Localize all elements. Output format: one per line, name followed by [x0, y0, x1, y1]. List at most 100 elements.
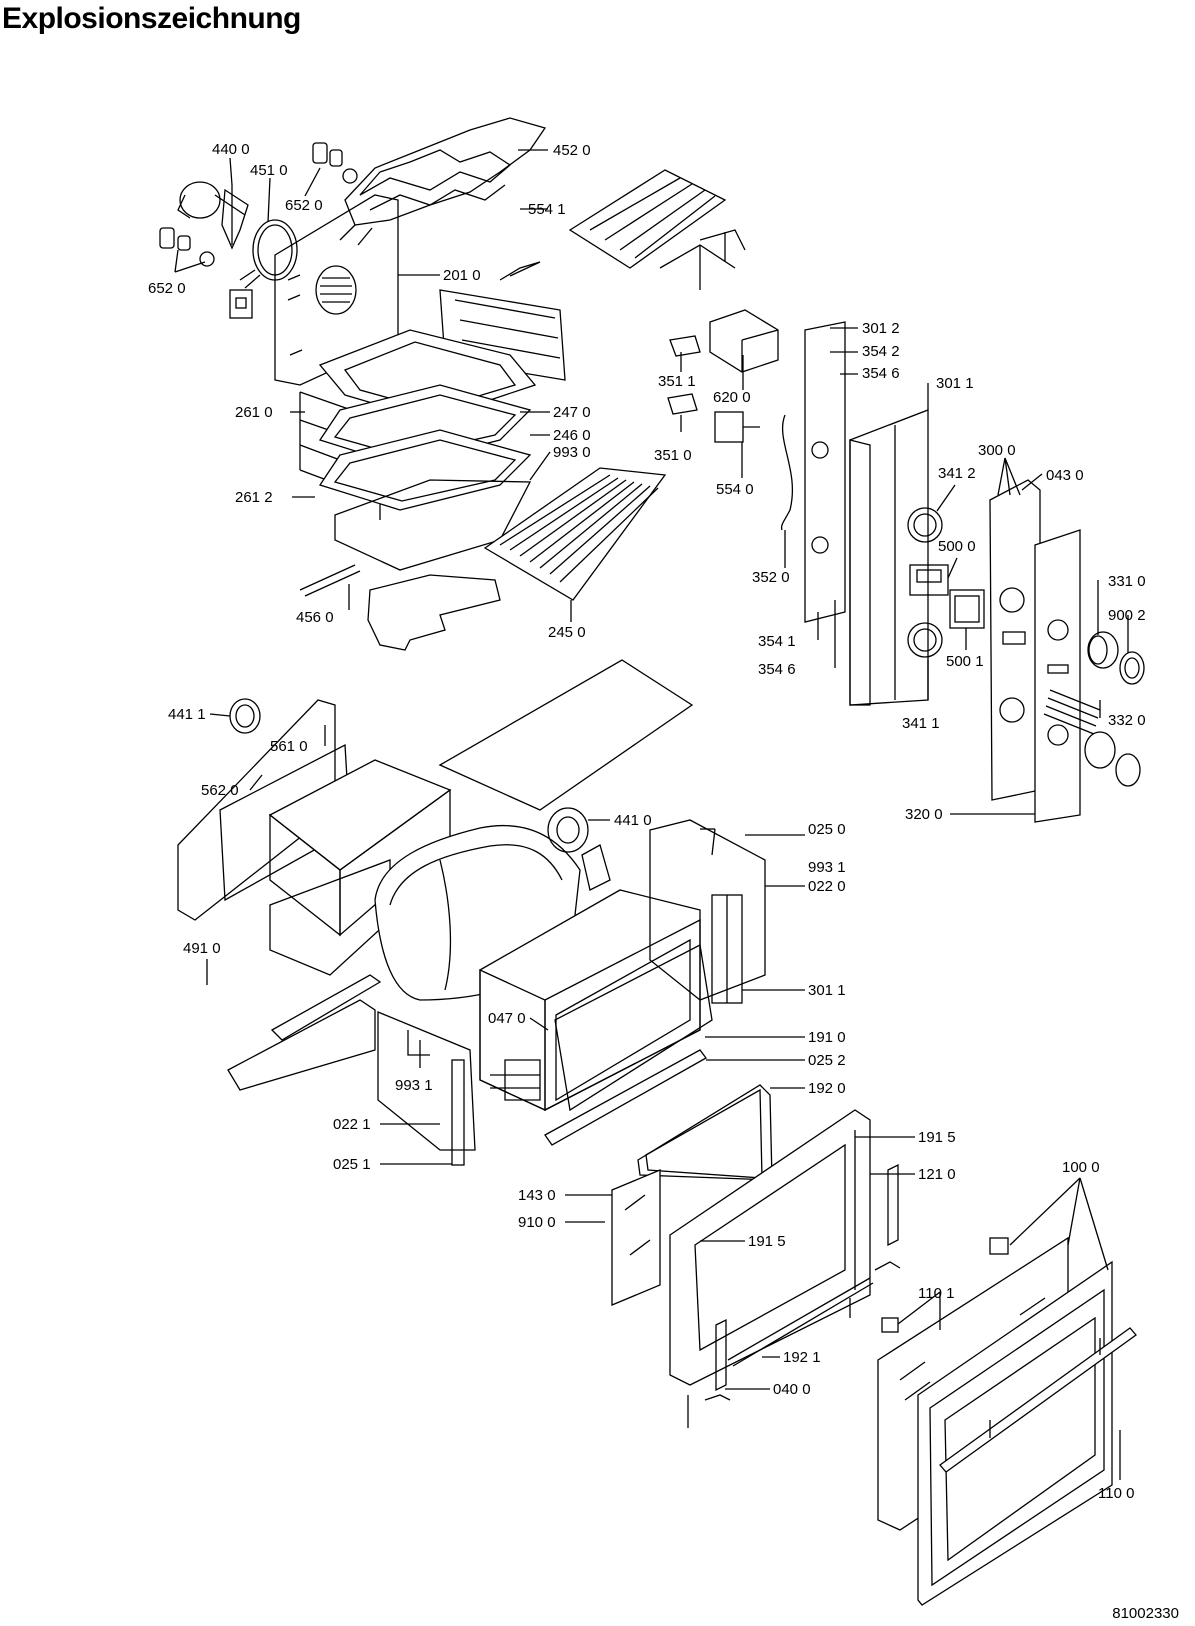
label-143-0: 143 0 [518, 1187, 556, 1204]
label-022-1: 022 1 [333, 1116, 371, 1133]
label-351-1: 351 1 [658, 373, 696, 390]
lamp-holders [159, 142, 358, 267]
label-301-2: 301 2 [862, 320, 900, 337]
label-022-0: 022 0 [808, 878, 846, 895]
label-354-6-a: 354 6 [862, 365, 900, 382]
side-strip-022-1 [377, 1011, 476, 1151]
label-341-1: 341 1 [902, 715, 940, 732]
selector-switch [714, 411, 760, 443]
label-300-0: 300 0 [978, 442, 1016, 459]
rack-clips [659, 229, 746, 290]
label-554-0: 554 0 [716, 481, 754, 498]
side-runners-right [439, 261, 566, 381]
label-351-0: 351 0 [654, 447, 692, 464]
label-500-1: 500 1 [946, 653, 984, 670]
door-hinges-040-0 [704, 1163, 901, 1401]
leader-lines [174, 149, 1129, 1480]
fan-cover-441-1 [229, 698, 261, 734]
wire-shelf-top [568, 169, 727, 269]
label-025-0: 025 0 [808, 821, 846, 838]
cooling-fan-441-0 [547, 807, 611, 891]
control-panel-fascia [1034, 529, 1081, 823]
label-620-0: 620 0 [713, 389, 751, 406]
grill-heating-element [339, 117, 547, 246]
label-452-0: 452 0 [553, 142, 591, 159]
bottom-heating-element [299, 564, 501, 651]
label-441-0: 441 0 [614, 812, 652, 829]
door-front-panel-110-0 [917, 1260, 1113, 1606]
door-seal-191-0 [554, 944, 713, 1112]
knob-331-0 [1087, 631, 1119, 669]
label-320-0: 320 0 [905, 806, 943, 823]
label-261-2: 261 2 [235, 489, 273, 506]
label-554-1: 554 1 [528, 201, 566, 218]
label-491-0: 491 0 [183, 940, 221, 957]
label-245-0: 245 0 [548, 624, 586, 641]
oven-muffle [479, 889, 701, 1112]
door-frame-121-0 [669, 1109, 871, 1386]
push-buttons-332-0 [1043, 689, 1101, 735]
label-652-0-a: 652 0 [285, 197, 323, 214]
inner-glass-143-0 [611, 1169, 661, 1306]
label-025-1: 025 1 [333, 1156, 371, 1173]
label-201-0: 201 0 [443, 267, 481, 284]
label-110-0: 110 0 [1098, 1485, 1134, 1502]
label-247-0: 247 0 [553, 404, 591, 421]
label-332-0: 332 0 [1108, 712, 1146, 729]
label-110-1: 110 1 [918, 1285, 954, 1302]
door-clip-110-1 [881, 1237, 1009, 1333]
page-title: Explosionszeichnung [2, 2, 301, 35]
hinge-bracket-047-0 [490, 1059, 541, 1101]
label-192-1: 192 1 [783, 1349, 821, 1366]
label-910-0: 910 0 [518, 1214, 556, 1231]
label-261-0: 261 0 [235, 404, 273, 421]
label-500-0: 500 0 [938, 538, 976, 555]
control-bracket-301-1-lower [711, 894, 743, 1004]
knob-ring-900-2 [1119, 651, 1145, 685]
label-993-1-b: 993 1 [395, 1077, 433, 1094]
label-301-1-a: 301 1 [936, 375, 974, 392]
ring-heater [239, 219, 298, 289]
inner-glass-seal-192-0 [637, 1084, 773, 1181]
control-frame-301-2 [804, 321, 846, 623]
display-window [949, 589, 985, 629]
sensor-clip-1 [669, 335, 701, 357]
screws [687, 1298, 851, 1428]
door-handle [939, 1327, 1137, 1473]
knob-lower [1084, 731, 1141, 787]
label-040-0: 040 0 [773, 1381, 811, 1398]
rear-side-panel-022-0 [649, 819, 766, 1001]
fan-motor-assembly [177, 181, 249, 250]
baking-tray-2 [318, 429, 532, 511]
switch-bracket [709, 309, 779, 373]
label-900-2: 900 2 [1108, 607, 1146, 624]
document-number: 81002330 [1112, 1605, 1179, 1622]
label-354-2: 354 2 [862, 343, 900, 360]
bottom-rail [270, 974, 382, 1041]
label-191-5-a: 191 5 [918, 1129, 956, 1146]
sensor-clip-2 [667, 393, 698, 415]
vertical-rail-025-1 [451, 1059, 465, 1166]
label-354-1: 354 1 [758, 633, 796, 650]
label-456-0: 456 0 [296, 609, 334, 626]
label-191-0: 191 0 [808, 1029, 846, 1046]
label-047-0: 047 0 [488, 1010, 526, 1027]
label-246-0: 246 0 [553, 427, 591, 444]
temperature-probe-cable [780, 414, 794, 531]
label-561-0: 561 0 [270, 738, 308, 755]
label-352-0: 352 0 [752, 569, 790, 586]
label-341-2: 341 2 [938, 465, 976, 482]
bottom-plate [227, 999, 376, 1091]
label-100-0: 100 0 [1062, 1159, 1100, 1176]
label-451-0: 451 0 [250, 162, 288, 179]
label-192-0: 192 0 [808, 1080, 846, 1097]
label-191-5-b: 191 5 [748, 1233, 786, 1250]
label-441-1: 441 1 [168, 706, 206, 723]
top-cover-plate [438, 659, 694, 811]
label-121-0: 121 0 [918, 1166, 956, 1183]
label-331-0: 331 0 [1108, 573, 1146, 590]
wire-shelf-large [483, 467, 667, 601]
label-043-0: 043 0 [1046, 467, 1084, 484]
label-025-2: 025 2 [808, 1052, 846, 1069]
